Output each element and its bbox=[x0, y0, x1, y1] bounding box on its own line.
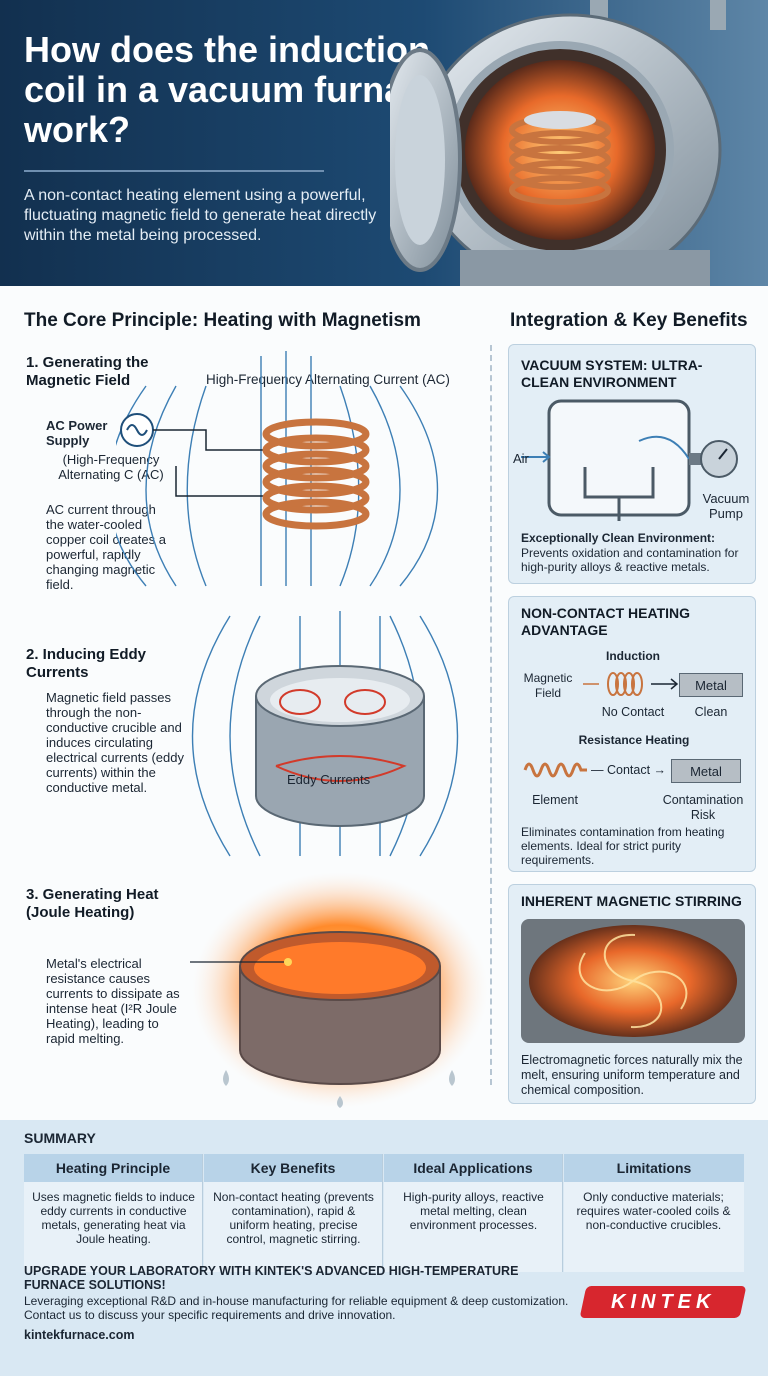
vacuum-card-title: VACUUM SYSTEM: ULTRA-CLEAN ENVIRONMENT bbox=[521, 357, 703, 390]
non-contact-card: NON-CONTACT HEATING ADVANTAGE Induction … bbox=[508, 596, 756, 872]
ac-power-label: AC Power Supply bbox=[46, 418, 108, 448]
vacuum-furnace-illustration bbox=[390, 0, 726, 286]
summary-column-text: High-purity alloys, reactive metal melti… bbox=[403, 1190, 544, 1232]
ac-current-label: High-Frequency Alternating Current (AC) bbox=[206, 372, 450, 387]
summary-column-text: Only conductive materials; requires wate… bbox=[576, 1190, 731, 1232]
air-label: Air bbox=[513, 451, 529, 466]
induction-label: Induction bbox=[606, 649, 660, 663]
joule-heating-diagram bbox=[190, 872, 488, 1108]
contamination-risk-label: Contamination Risk bbox=[662, 793, 744, 822]
vacuum-chamber-diagram bbox=[521, 399, 738, 521]
element-label: Element bbox=[532, 793, 578, 807]
resistance-heating-label: Resistance Heating bbox=[578, 733, 690, 747]
step1-title: 1. Generating the Magnetic Field bbox=[26, 354, 149, 389]
magnetic-stirring-card: INHERENT MAGNETIC STIRRING Electromagnet… bbox=[508, 884, 756, 1104]
induction-coil-icon bbox=[583, 672, 679, 696]
magnetic-field-label: Magnetic Field bbox=[523, 671, 573, 700]
kintek-logo-text: KINTEK bbox=[610, 1291, 716, 1313]
clean-label: Clean bbox=[694, 705, 728, 719]
stirring-card-title: INHERENT MAGNETIC STIRRING bbox=[521, 893, 742, 909]
summary-column-header: Heating Principle bbox=[24, 1154, 202, 1182]
cta-headline: UPGRADE YOUR LABORATORY WITH KINTEK'S AD… bbox=[24, 1264, 519, 1292]
no-contact-label: No Contact bbox=[601, 705, 665, 719]
title-divider bbox=[24, 170, 324, 172]
vacuum-pump-label: Vacuum Pump bbox=[702, 491, 750, 521]
kintek-logo: KINTEK bbox=[579, 1286, 747, 1318]
page-title: How does the induction coil in a vacuum … bbox=[24, 29, 445, 150]
stirring-benefit-text: Electromagnetic forces naturally mix the… bbox=[521, 1053, 743, 1097]
benefits-heading: Integration & Key Benefits bbox=[510, 310, 748, 331]
induction-metal-label: Metal bbox=[679, 673, 743, 697]
website-link[interactable]: kintekfurnace.com bbox=[24, 1328, 135, 1342]
contact-label: — Contact → bbox=[591, 763, 667, 777]
step2-description: Magnetic field passes through the non-co… bbox=[46, 690, 184, 795]
resistance-element-icon bbox=[523, 762, 587, 778]
summary-column-text: Non-contact heating (prevents contaminat… bbox=[213, 1190, 374, 1246]
non-contact-benefit-text: Eliminates contamination from heating el… bbox=[521, 825, 725, 867]
resistance-metal-label: Metal bbox=[671, 759, 741, 783]
ac-power-sublabel: (High-Frequency Alternating C (AC) bbox=[58, 452, 164, 482]
section-divider bbox=[490, 345, 492, 1085]
core-principle-heading: The Core Principle: Heating with Magneti… bbox=[24, 310, 421, 331]
vacuum-benefit-bold: Exceptionally Clean Environment: bbox=[521, 531, 716, 545]
summary-column-limitations: Limitations Only conductive materials; r… bbox=[564, 1154, 744, 1272]
summary-column-text: Uses magnetic fields to induce eddy curr… bbox=[32, 1190, 195, 1246]
summary-column-heating-principle: Heating Principle Uses magnetic fields t… bbox=[24, 1154, 203, 1272]
step1-description: AC current through the water-cooled copp… bbox=[46, 502, 166, 592]
summary-table: Heating Principle Uses magnetic fields t… bbox=[24, 1154, 744, 1376]
summary-column-header: Key Benefits bbox=[204, 1154, 382, 1182]
summary-column-key-benefits: Key Benefits Non-contact heating (preven… bbox=[204, 1154, 383, 1272]
step2-title: 2. Inducing Eddy Currents bbox=[26, 646, 147, 681]
summary-section: SUMMARY Heating Principle Uses magnetic … bbox=[0, 1120, 768, 1376]
non-contact-card-title: NON-CONTACT HEATING ADVANTAGE bbox=[521, 605, 691, 638]
molten-swirl-image bbox=[521, 919, 745, 1043]
cta-body: Leveraging exceptional R&D and in-house … bbox=[24, 1294, 569, 1322]
page-subtitle: A non-contact heating element using a po… bbox=[24, 187, 377, 244]
vacuum-benefit-text: Prevents oxidation and contamination for… bbox=[521, 546, 739, 574]
magnetic-field-diagram bbox=[116, 351, 439, 587]
step3-title: 3. Generating Heat (Joule Heating) bbox=[26, 886, 159, 921]
header-banner: How does the induction coil in a vacuum … bbox=[0, 0, 768, 286]
eddy-currents-label: Eddy Currents bbox=[287, 772, 371, 787]
summary-column-header: Limitations bbox=[564, 1154, 744, 1182]
vacuum-system-card: VACUUM SYSTEM: ULTRA-CLEAN ENVIRONMENT A… bbox=[508, 344, 756, 584]
step3-description: Metal's electrical resistance causes cur… bbox=[46, 956, 180, 1046]
summary-title: SUMMARY bbox=[24, 1130, 96, 1146]
eddy-current-diagram bbox=[191, 611, 459, 857]
summary-column-header: Ideal Applications bbox=[384, 1154, 562, 1182]
summary-column-ideal-applications: Ideal Applications High-purity alloys, r… bbox=[384, 1154, 563, 1272]
